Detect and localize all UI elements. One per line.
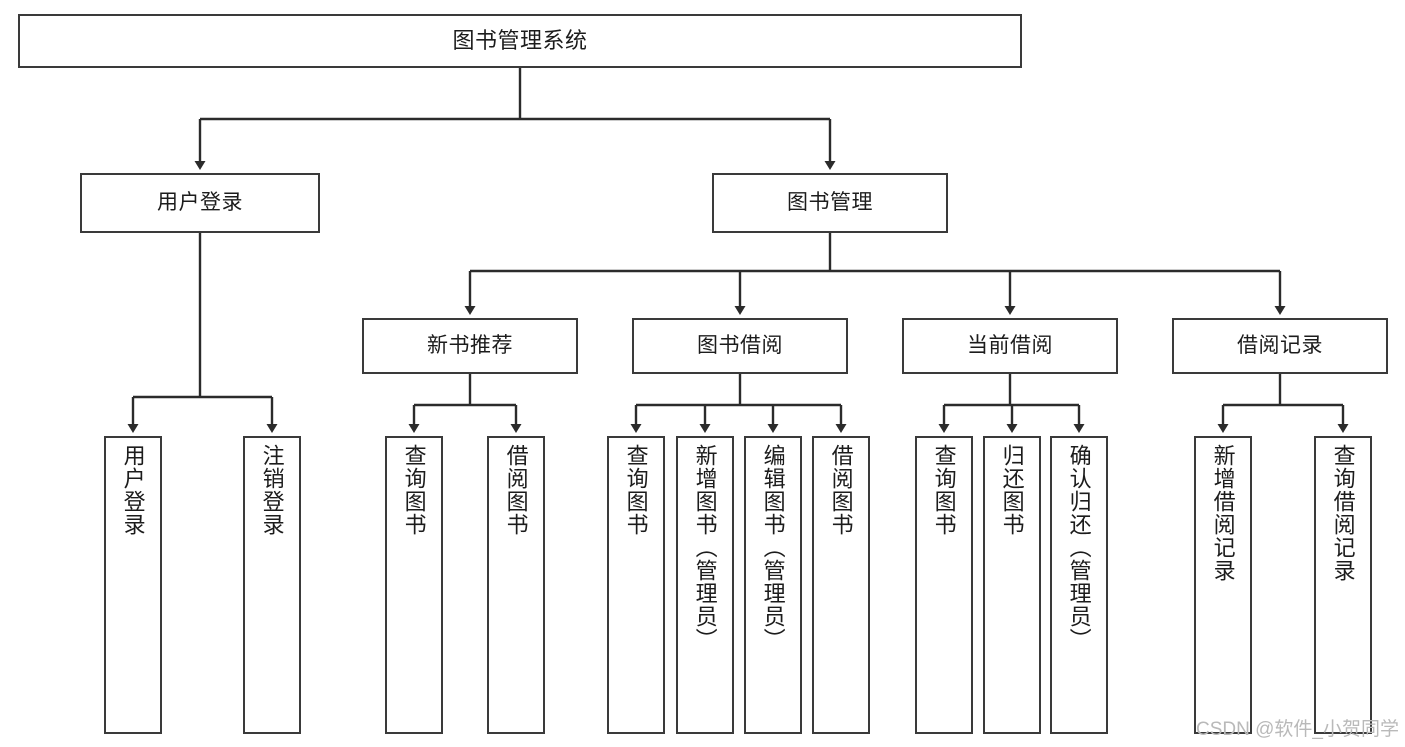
node-book-manage[interactable]: 图书管理 [712, 173, 948, 233]
node-label-leaf-borrow-edit-book: 编辑图书（管理员） [760, 444, 786, 651]
node-label-root: 图书管理系统 [452, 28, 588, 54]
node-label-leaf-cur-return-book: 归还图书 [999, 444, 1025, 536]
node-leaf-rec-query-book[interactable]: 查询图书 [385, 436, 443, 734]
node-leaf-rec-query-record[interactable]: 查询借阅记录 [1314, 436, 1372, 734]
node-label-current-borrow: 当前借阅 [967, 333, 1053, 357]
node-user-login[interactable]: 用户登录 [80, 173, 320, 233]
csdn-watermark: CSDN @软件_小贺同学 [1196, 719, 1399, 740]
node-label-borrow-record: 借阅记录 [1237, 333, 1323, 357]
node-leaf-user-login[interactable]: 用户登录 [104, 436, 162, 734]
node-leaf-cur-return-book[interactable]: 归还图书 [983, 436, 1041, 734]
node-label-leaf-cur-confirm-return: 确认归还（管理员） [1066, 444, 1092, 651]
node-current-borrow[interactable]: 当前借阅 [902, 318, 1118, 374]
node-root[interactable]: 图书管理系统 [18, 14, 1022, 68]
node-label-leaf-borrow-borrow-book: 借阅图书 [828, 444, 854, 536]
node-label-leaf-rec-add-record: 新增借阅记录 [1210, 444, 1236, 582]
node-label-leaf-rec-query-record: 查询借阅记录 [1330, 444, 1356, 582]
node-leaf-borrow-edit-book[interactable]: 编辑图书（管理员） [744, 436, 802, 734]
node-label-leaf-borrow-query-book: 查询图书 [623, 444, 649, 536]
node-label-new-book-rec: 新书推荐 [427, 333, 513, 357]
node-label-leaf-cur-query-book: 查询图书 [931, 444, 957, 536]
node-leaf-user-logout[interactable]: 注销登录 [243, 436, 301, 734]
node-label-book-manage: 图书管理 [787, 190, 873, 214]
node-label-leaf-user-login: 用户登录 [120, 444, 146, 536]
node-leaf-rec-borrow-book[interactable]: 借阅图书 [487, 436, 545, 734]
node-leaf-borrow-add-book[interactable]: 新增图书（管理员） [676, 436, 734, 734]
node-leaf-cur-query-book[interactable]: 查询图书 [915, 436, 973, 734]
node-label-leaf-rec-borrow-book: 借阅图书 [503, 444, 529, 536]
node-leaf-cur-confirm-return[interactable]: 确认归还（管理员） [1050, 436, 1108, 734]
node-book-borrow[interactable]: 图书借阅 [632, 318, 848, 374]
node-leaf-borrow-borrow-book[interactable]: 借阅图书 [812, 436, 870, 734]
node-label-book-borrow: 图书借阅 [697, 333, 783, 357]
node-borrow-record[interactable]: 借阅记录 [1172, 318, 1388, 374]
node-leaf-borrow-query-book[interactable]: 查询图书 [607, 436, 665, 734]
node-new-book-rec[interactable]: 新书推荐 [362, 318, 578, 374]
node-label-leaf-borrow-add-book: 新增图书（管理员） [692, 444, 718, 651]
node-label-leaf-rec-query-book: 查询图书 [401, 444, 427, 536]
node-label-leaf-user-logout: 注销登录 [259, 444, 285, 536]
node-label-user-login: 用户登录 [157, 190, 243, 214]
node-leaf-rec-add-record[interactable]: 新增借阅记录 [1194, 436, 1252, 734]
